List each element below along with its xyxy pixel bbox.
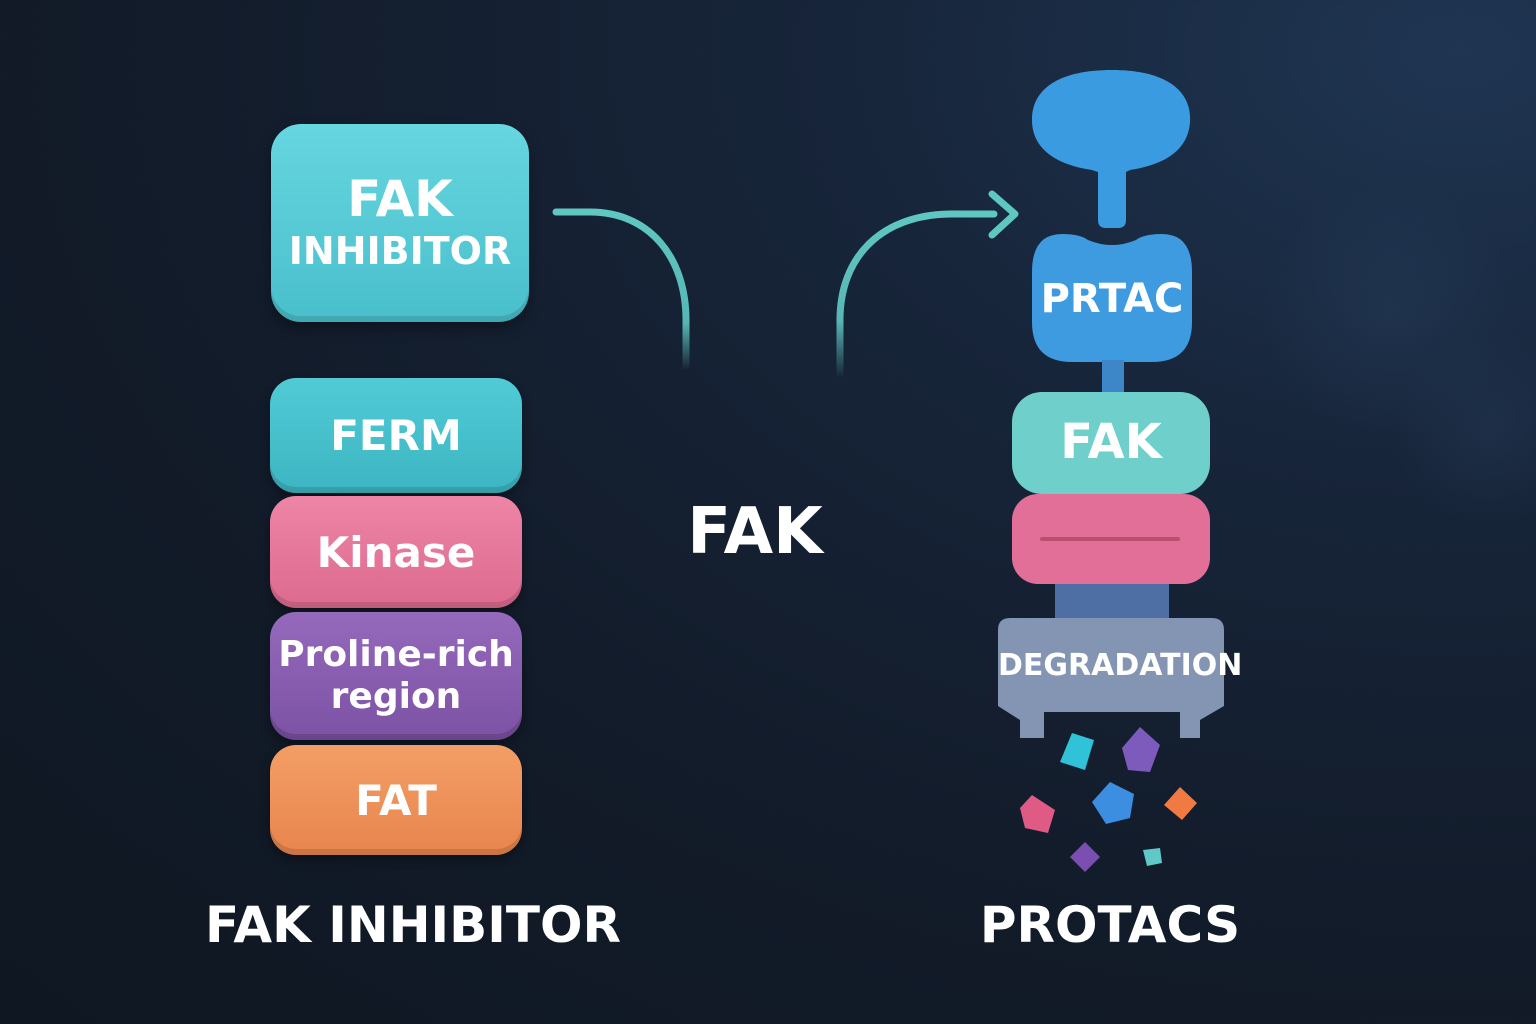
fragment-shape bbox=[1122, 727, 1160, 772]
arrow-curve-left bbox=[552, 208, 690, 374]
fragment-shape bbox=[1164, 787, 1197, 820]
arrow-head-icon bbox=[988, 190, 1019, 239]
degradation-label: DEGRADATION bbox=[998, 648, 1243, 683]
protac-body-shape bbox=[1032, 234, 1192, 362]
arrow-curve-right bbox=[836, 210, 998, 382]
inhibitor-box-line1: FAK bbox=[347, 170, 453, 228]
protacs-caption: PROTACS bbox=[979, 896, 1241, 954]
fak-center-label: FAK bbox=[687, 495, 823, 569]
fak-inhibitor-caption: FAK INHIBITOR bbox=[205, 896, 621, 954]
fragment-shape bbox=[1060, 733, 1094, 770]
proline-rich-label-line1: Proline-rich bbox=[278, 634, 514, 675]
proline-rich-label-line2: region bbox=[330, 676, 462, 717]
fragment-shape bbox=[1070, 842, 1100, 872]
proline-rich-region-domain: Proline-rich region bbox=[270, 612, 522, 740]
ferm-domain: FERM bbox=[270, 378, 522, 493]
fragment-shape bbox=[1092, 782, 1134, 824]
fak-inhibitor-box: FAK INHIBITOR bbox=[271, 124, 529, 322]
fragment-shape bbox=[1020, 795, 1055, 833]
proteasome-shape bbox=[998, 618, 1224, 738]
kinase-domain: Kinase bbox=[270, 496, 522, 608]
fragment-shape bbox=[1143, 848, 1162, 866]
ferm-label: FERM bbox=[330, 411, 462, 460]
kinase-label: Kinase bbox=[316, 527, 476, 577]
fak-target-shape bbox=[1012, 392, 1210, 494]
inhibitor-box-line2: INHIBITOR bbox=[288, 229, 512, 273]
fak-target-label: FAK bbox=[1060, 414, 1162, 470]
e3-ligase-ligand-shape bbox=[1032, 70, 1191, 228]
fat-domain: FAT bbox=[270, 745, 522, 855]
linker-bar bbox=[1102, 360, 1124, 398]
proteasome-neck bbox=[1055, 584, 1169, 624]
protac-label: PRTAC bbox=[1040, 276, 1184, 322]
fat-label: FAT bbox=[355, 775, 437, 825]
background-glow bbox=[1260, 180, 1520, 440]
